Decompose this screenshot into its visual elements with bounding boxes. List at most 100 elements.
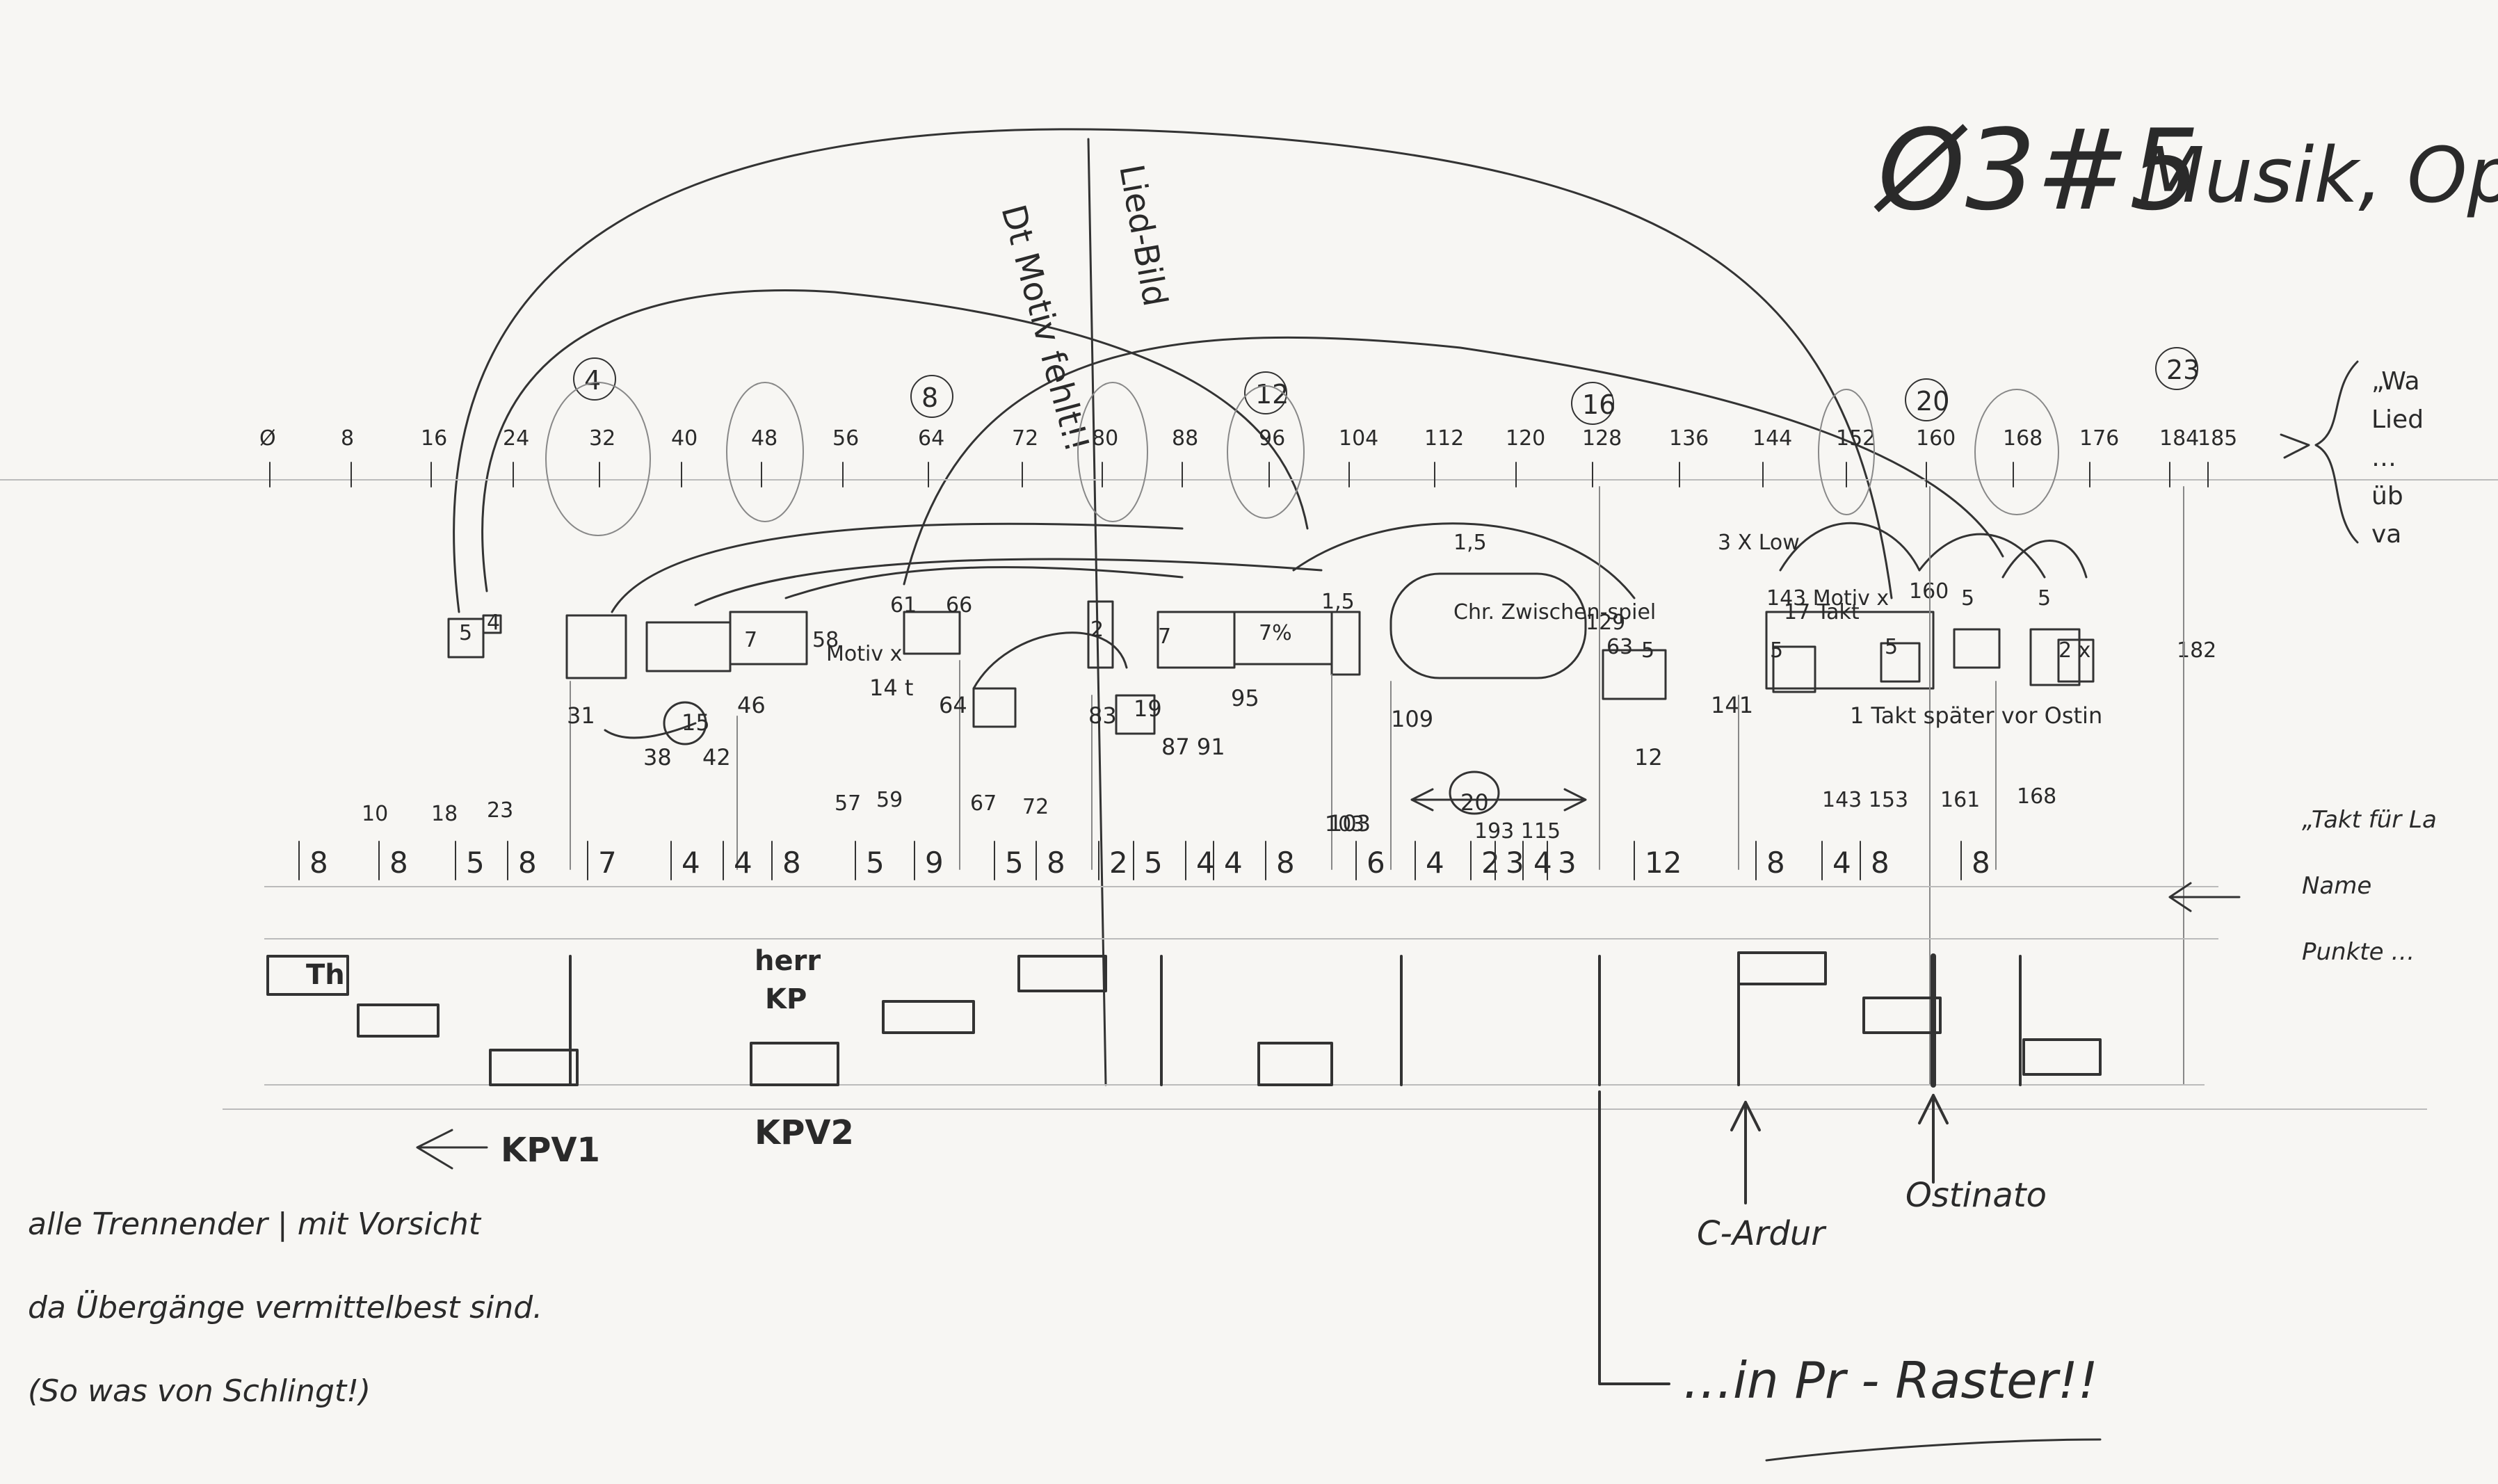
bar-length-label: 4	[1533, 846, 1552, 880]
right-side-note: Punkte …	[2302, 938, 2415, 966]
track-block-10	[2022, 1038, 2102, 1076]
section-label: 129	[1586, 611, 1625, 635]
timeline-tick-label: 56	[832, 426, 859, 451]
timeline-tick-label: 185	[2198, 426, 2237, 451]
bar-length-label: 8	[1047, 846, 1065, 880]
section-start-number: 12	[1634, 744, 1663, 771]
bar-length-label: 6	[1367, 846, 1385, 880]
section-start-number: 15	[682, 709, 710, 736]
arc-small-1	[611, 522, 1184, 613]
timeline-tick-label: 152	[1836, 426, 1876, 451]
bar-length-label: 8	[1972, 846, 1990, 880]
track-th	[266, 955, 349, 996]
timeline-tick-label: 24	[503, 426, 529, 451]
timeline-tick-label: 176	[2079, 426, 2119, 451]
arc-right-1	[1779, 522, 1921, 572]
bar-start-number: 23	[487, 798, 513, 823]
bar-number-circle	[1905, 378, 1948, 421]
section-label: 58	[812, 628, 839, 652]
bottom-right-note: …in Pr - Raster!!	[1683, 1351, 2098, 1410]
o-label: Ostinato	[1905, 1176, 2047, 1215]
arc-small-3	[784, 566, 1184, 599]
track-block-3	[489, 1049, 579, 1086]
section-start-number: 83	[1088, 702, 1117, 729]
section-start-number: 103	[1328, 810, 1371, 837]
arc-mid-2	[972, 631, 1128, 690]
section-label: 2 x	[2058, 638, 2090, 663]
section-label: 5	[1961, 586, 1974, 611]
box-5	[972, 687, 1017, 728]
circled-bar-number: 8	[921, 382, 938, 413]
timeline-tick-label: 128	[1582, 426, 1622, 451]
circled-bar-number: 4	[584, 365, 601, 396]
bar-length-label: 8	[389, 846, 408, 880]
section-label: 1,5	[1453, 531, 1487, 555]
section-start-number: 109	[1391, 706, 1433, 732]
section-label: 2	[1090, 618, 1104, 642]
section-label: 5	[1641, 638, 1654, 663]
circled-bar-number: 23	[2166, 355, 2200, 385]
section-boxes	[447, 572, 2095, 735]
track-block-6	[1017, 955, 1107, 992]
bottom-right-underline	[1765, 1438, 2102, 1462]
box-intro-b	[482, 614, 502, 634]
c-label: C-Ardur	[1697, 1214, 1827, 1253]
bar-length-label: 8	[1276, 846, 1295, 880]
arrows-up	[1598, 1090, 1949, 1385]
section-label: 17 Takt	[1784, 600, 1860, 624]
timeline-tick-label: 32	[589, 426, 615, 451]
timeline-tick-label: 120	[1506, 426, 1545, 451]
bar-length-label: 8	[309, 846, 328, 880]
timeline-tick-label: 8	[341, 426, 354, 451]
section-start-number: 38	[643, 744, 672, 771]
right-side-notes: „Takt für LaNamePunkte …	[2302, 806, 2437, 966]
timeline-tick-label: 104	[1339, 426, 1378, 451]
bar-length-label: 4	[1832, 846, 1851, 880]
bar-length-label: 4	[682, 846, 700, 880]
timeline-tick-label: 136	[1669, 426, 1709, 451]
box-16	[2029, 628, 2081, 686]
bar-length-label: 3	[1558, 846, 1577, 880]
title-group: Ø3#5 Musik, Opfe	[1874, 105, 2498, 235]
section-start-number: 95	[1231, 685, 1259, 711]
section-label: Chr. Zwischen-spiel	[1453, 600, 1656, 624]
kpv2-label: KPV2	[755, 1113, 854, 1152]
arc-small-2	[694, 558, 1323, 606]
kpv1-label: KPV1	[501, 1131, 600, 1170]
bracket-note-line: …	[2371, 444, 2396, 472]
section-label: 7%	[1259, 621, 1292, 645]
track-block-7	[1257, 1042, 1333, 1086]
timeline-tick-label: 72	[1012, 426, 1038, 451]
box-15	[1953, 628, 2001, 669]
section-label: 63	[1606, 635, 1633, 659]
section-label: 5	[1770, 638, 1783, 663]
section-start-number: 46	[737, 692, 766, 718]
timeline-tick-label: 160	[1916, 426, 1956, 451]
bar-length-label: 4	[1224, 846, 1243, 880]
track-block-9	[1862, 997, 1942, 1034]
bar-length-label: 8	[1766, 846, 1785, 880]
track-block-5	[882, 1000, 975, 1034]
track-label: Th	[306, 959, 345, 991]
section-label: 7	[744, 628, 757, 652]
bottom-note-line: alle Trennender | mit Vorsicht	[28, 1207, 482, 1242]
circled-bar-number: 12	[1255, 379, 1289, 410]
bar-start-number: 103	[1325, 812, 1364, 837]
timeline-tick-label: 88	[1172, 426, 1198, 451]
bar-start-number: 67	[970, 791, 997, 816]
section-label: 61	[890, 593, 917, 618]
bottom-note-line: (So was von Schlingt!)	[28, 1373, 371, 1409]
section-start-number: 1 Takt später vor Ostin	[1850, 702, 2102, 729]
timeline-tick-label: 184	[2159, 426, 2199, 451]
bar-length-label: 4	[1196, 846, 1215, 880]
box-12	[1765, 611, 1935, 690]
bar-length-label: 2	[1109, 846, 1128, 880]
timeline-tick-label: 168	[2003, 426, 2042, 451]
bracket-note-line: Lied	[2371, 405, 2424, 434]
bar-number-circle	[573, 357, 616, 401]
bar-number-circle	[1571, 382, 1614, 425]
